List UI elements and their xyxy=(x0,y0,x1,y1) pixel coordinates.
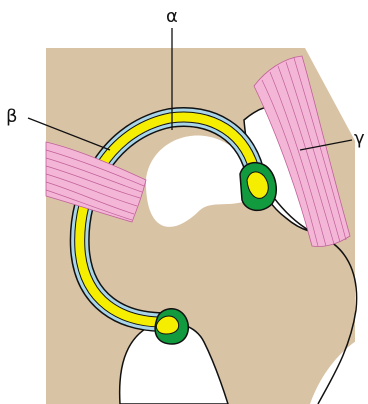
label-beta: β xyxy=(6,106,18,127)
label-alpha: α xyxy=(166,6,178,27)
label-gamma: γ xyxy=(354,128,365,149)
